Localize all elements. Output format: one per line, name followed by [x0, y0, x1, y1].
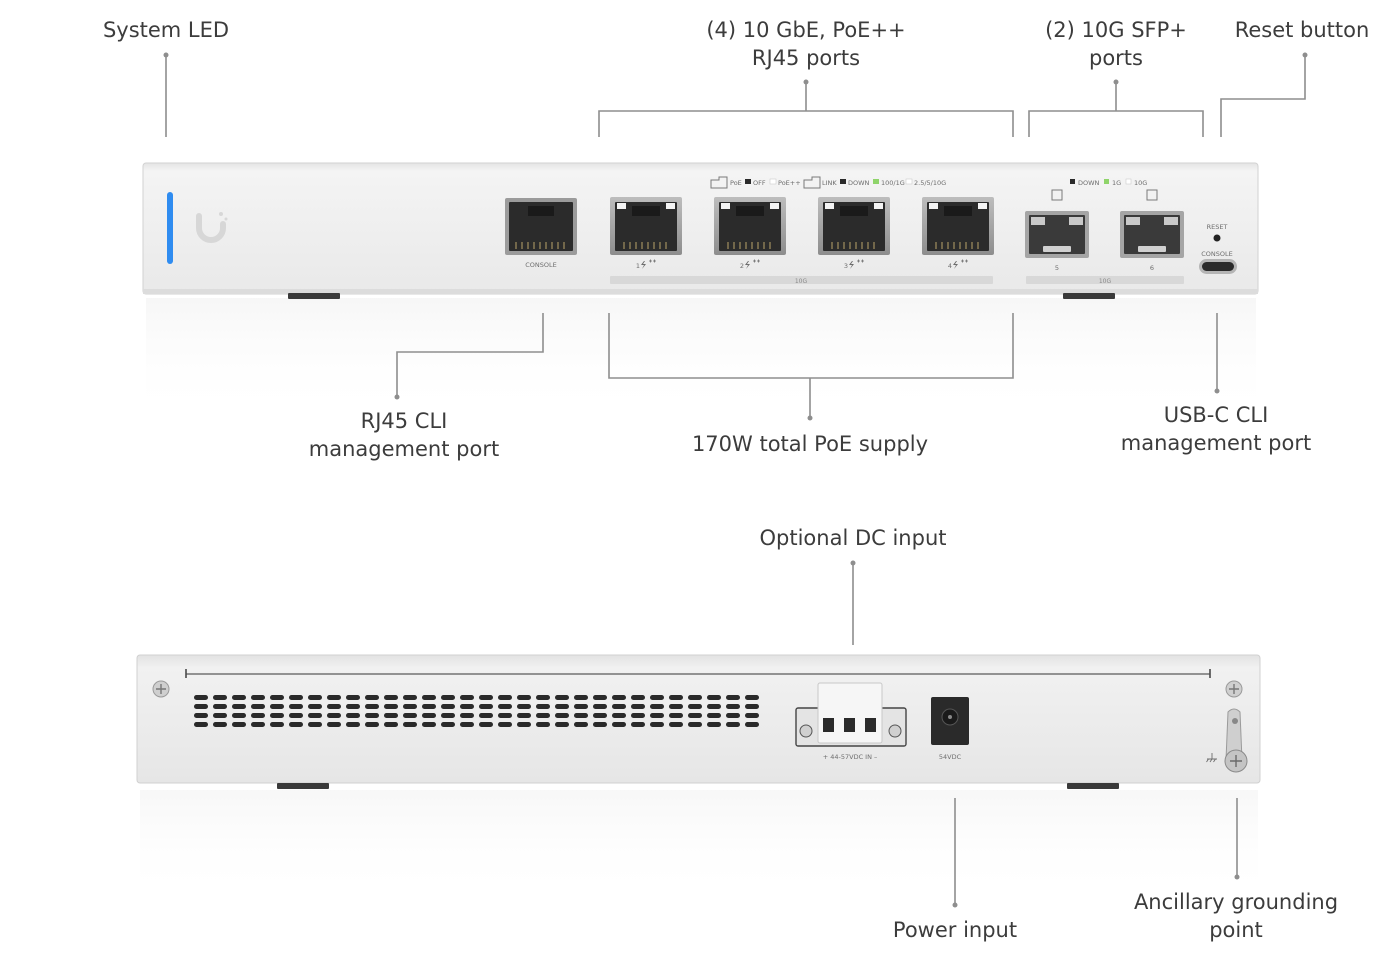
svg-text:OFF: OFF	[753, 179, 766, 187]
poe-rj45-port[interactable]	[714, 197, 786, 255]
lightning-icon	[641, 261, 646, 269]
usbc-console-port[interactable]	[1199, 259, 1237, 274]
dc-terminal-block[interactable]	[795, 682, 907, 747]
callout-usbc-cli-line1: USB-C CLI	[1163, 403, 1269, 427]
front-panel: CONSOLE PoE OFF PoE++ LINK DOWN 100/1G 2…	[142, 162, 1259, 418]
lightning-icon	[745, 261, 750, 269]
poe-port-label: 3	[844, 262, 848, 270]
barrel-jack-label: 54VDC	[939, 753, 962, 761]
console-port-label: CONSOLE	[525, 261, 557, 269]
reset-label: RESET	[1207, 223, 1228, 231]
leader-lines	[163, 52, 1308, 908]
callout-poe-ports: (4) 10 GbE, PoE++ RJ45 ports	[706, 16, 905, 72]
poe-port-label: 2	[740, 262, 744, 270]
sfp-plus-cage[interactable]	[1120, 211, 1184, 258]
svg-text:DOWN: DOWN	[848, 179, 870, 187]
callout-dc-input: Optional DC input	[760, 524, 947, 552]
svg-text:2.5/5/10G: 2.5/5/10G	[914, 179, 946, 187]
callout-poe-supply-text: 170W total PoE supply	[691, 432, 929, 456]
ventilation-grille	[193, 694, 763, 730]
poe-port-label: 1	[636, 262, 640, 270]
callout-rj45-cli-line2: management port	[308, 437, 500, 461]
link-led-legend: LINK DOWN 100/1G 2.5/5/10G	[803, 176, 946, 189]
callout-sfp-ports-line2: ports	[1088, 46, 1143, 70]
poe-port-group: 1 2 3 4	[610, 197, 994, 270]
callout-dc-input-text: Optional DC input	[759, 526, 947, 550]
callout-grounding: Ancillary grounding point	[1134, 888, 1338, 944]
svg-text:PoE++: PoE++	[778, 179, 801, 187]
reset-button[interactable]	[1213, 234, 1221, 242]
svg-text:10G: 10G	[1134, 179, 1147, 187]
callout-grounding-line2: point	[1209, 918, 1263, 942]
screw-icon	[1225, 680, 1243, 698]
svg-text:PoE: PoE	[730, 179, 742, 187]
barrel-power-jack[interactable]	[931, 697, 969, 745]
callout-sfp-ports-line1: (2) 10G SFP+	[1045, 18, 1187, 42]
ubiquiti-logo-icon	[196, 212, 228, 243]
dc-terminal-label: + 44-57VDC IN –	[823, 753, 878, 761]
rear-panel: + 44-57VDC IN – 54VDC	[136, 654, 1261, 900]
callout-usbc-cli-line2: management port	[1120, 431, 1312, 455]
callout-reset-button-text: Reset button	[1234, 18, 1370, 42]
poe-led-legend: PoE OFF PoE++	[710, 176, 801, 189]
callout-system-led-text: System LED	[102, 18, 230, 42]
lightning-icon	[849, 261, 854, 269]
lightning-icon	[953, 261, 958, 269]
callout-poe-supply: 170W total PoE supply	[692, 430, 928, 458]
callout-rj45-cli-line1: RJ45 CLI	[360, 409, 448, 433]
sfp-speed-bar-label: 10G	[1099, 278, 1112, 285]
sfp-port-label: 5	[1055, 264, 1059, 272]
svg-text:LINK: LINK	[822, 179, 837, 187]
callout-power-input: Power input	[893, 916, 1017, 944]
sfp-led-legend: DOWN 1G 10G	[1070, 178, 1147, 187]
callout-rj45-cli: RJ45 CLI management port	[309, 407, 499, 463]
callout-power-input-text: Power input	[892, 918, 1018, 942]
svg-text:DOWN: DOWN	[1078, 179, 1100, 187]
callout-sfp-ports: (2) 10G SFP+ ports	[1045, 16, 1187, 72]
usbc-console-label: CONSOLE	[1201, 250, 1233, 258]
poe-rj45-port[interactable]	[922, 197, 994, 255]
sfp-plus-cage[interactable]	[1025, 211, 1089, 258]
callout-grounding-line1: Ancillary grounding	[1133, 890, 1339, 914]
callout-poe-ports-line2: RJ45 ports	[751, 46, 861, 70]
callout-system-led: System LED	[103, 16, 229, 44]
ground-symbol-icon	[1206, 753, 1217, 763]
svg-text:100/1G: 100/1G	[881, 179, 905, 187]
sfp-led	[1051, 189, 1063, 201]
grounding-lug[interactable]	[1224, 708, 1248, 773]
poe-rj45-port[interactable]	[610, 197, 682, 255]
system-led	[167, 192, 173, 264]
port-speed-bar-label: 10G	[795, 278, 808, 285]
poe-rj45-port[interactable]	[818, 197, 890, 255]
callout-reset-button: Reset button	[1235, 16, 1370, 44]
rj45-console-port[interactable]	[505, 198, 577, 255]
callout-poe-ports-line1: (4) 10 GbE, PoE++	[706, 18, 906, 42]
svg-text:1G: 1G	[1112, 179, 1121, 187]
callout-usbc-cli: USB-C CLI management port	[1121, 401, 1311, 457]
screw-icon	[152, 680, 170, 698]
sfp-led	[1146, 189, 1158, 201]
sfp-port-label: 6	[1150, 264, 1154, 272]
poe-port-label: 4	[948, 262, 952, 270]
